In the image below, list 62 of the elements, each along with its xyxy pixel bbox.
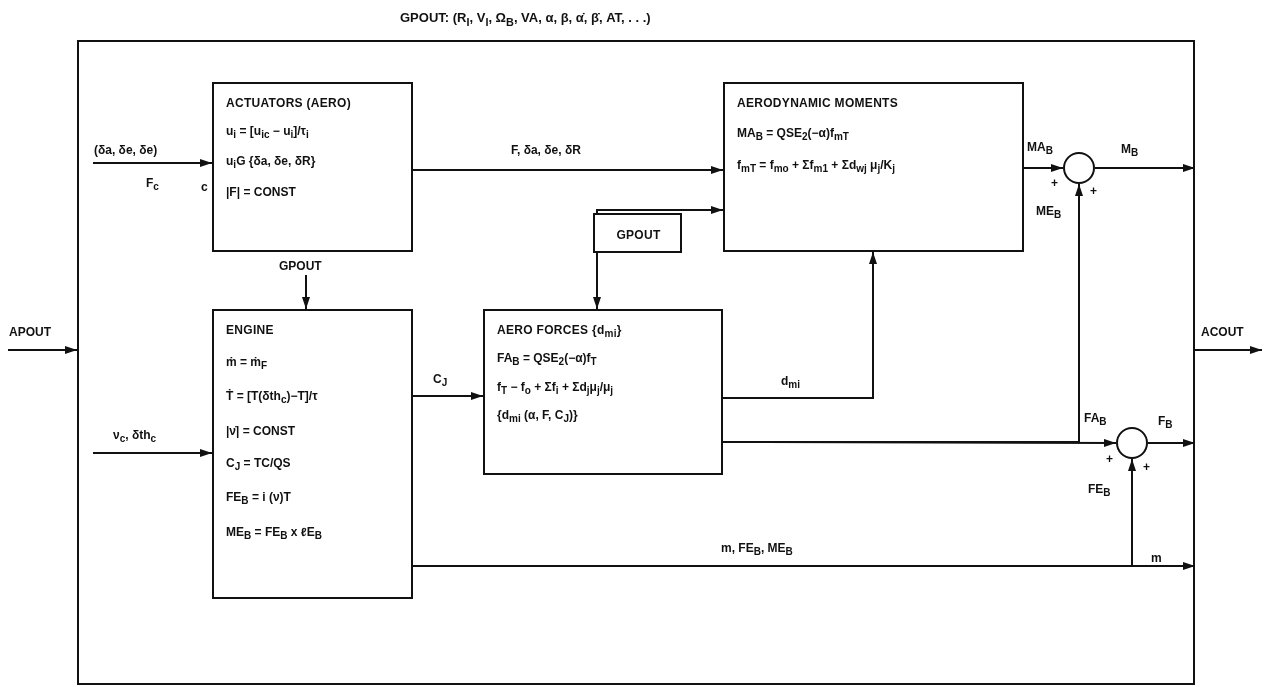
signal-arrow	[412, 392, 484, 400]
edge-label: MA$_{B}$	[1026, 140, 1054, 157]
equation: {d$_{mi}$ (α, F, C$_{J}$)}	[497, 408, 579, 425]
signal-label: +	[1051, 176, 1058, 190]
signal-arrow	[596, 206, 724, 214]
edge-label: FE$_{B}$	[1087, 482, 1112, 499]
signal-arrow	[1147, 439, 1196, 447]
equation: f$_{mT}$ = f$_{mo}$ + Σf$_{m1}$ + Σd$_{wj}$ μ$_{j}$/K$_{j}$	[737, 158, 897, 175]
signal-label: +	[1143, 460, 1150, 474]
summing-junction	[1063, 152, 1095, 184]
signal-label: +	[1090, 184, 1097, 198]
block-heading: ACTUATORS (AERO)	[226, 96, 353, 110]
edge-label: (δa, δe, δe)	[93, 143, 159, 157]
process-block	[212, 309, 413, 599]
diagram-title: GPOUT: (R$_{I}$, V$_{I}$, Ω$_{B}$, VA, α, β, α̇, β̇, AT, . . .)	[400, 10, 651, 28]
signal-label: F$_{c}$	[146, 176, 159, 193]
edge-label: ν$_{c}$, δth$_{c}$	[112, 428, 158, 445]
edge-label: F$_{B}$	[1157, 414, 1174, 431]
edge-label: FA$_{B}$	[1083, 411, 1108, 428]
process-block	[723, 82, 1024, 252]
equation: FE$_{B}$ = i (ν)T	[226, 490, 292, 507]
signal-arrow	[1194, 346, 1263, 354]
edge-label: APOUT	[8, 325, 52, 339]
equation: f$_{T}$ − f$_{o}$ + Σf$_{i}$ + Σd$_{j}$μ$_{j}$/μ$_{j}$	[497, 379, 615, 397]
signal-arrow	[1094, 164, 1196, 172]
signal-arrow	[722, 251, 877, 399]
process-block	[483, 309, 723, 475]
equation: |F| = CONST	[226, 184, 297, 199]
edge-label: m, FE$_{B}$, ME$_{B}$	[720, 541, 794, 558]
equation: FA$_{B}$ = QSE$_{2}$(−α)f$_{T}$	[497, 351, 598, 368]
block-heading: GPOUT	[616, 228, 661, 242]
edge-label: ACOUT	[1200, 325, 1245, 339]
port-label: c	[201, 180, 208, 194]
signal-arrow	[593, 252, 601, 310]
equation: ME$_{B}$ = FE$_{B}$ x ℓE$_{B}$	[226, 524, 323, 541]
equation: Ṫ = [T(δth$_{c}$)−T]/τ	[226, 389, 319, 406]
signal-arrow	[412, 166, 724, 174]
edge-label: M$_{B}$	[1120, 142, 1140, 159]
signal-arrow	[92, 159, 213, 167]
equation: |ν̇| = CONST	[226, 423, 297, 438]
block-heading: AERO FORCES {d$_{mi}$}	[497, 323, 623, 340]
equation: C$_{J}$ = TC/QS	[226, 455, 292, 473]
process-block	[593, 213, 682, 253]
block-heading: ENGINE	[226, 323, 275, 337]
signal-label: GPOUT	[279, 259, 333, 275]
signal-label: +	[1106, 452, 1113, 466]
block-heading: AERODYNAMIC MOMENTS	[737, 96, 900, 110]
system-frame	[77, 40, 1195, 685]
signal-arrow	[7, 346, 78, 354]
signal-arrow	[92, 449, 213, 457]
summing-junction	[1116, 427, 1148, 459]
edge-label: C$_{J}$	[432, 372, 449, 389]
equation: u$_{i}$G {δa, δe, δR}	[226, 154, 317, 171]
equation: ṁ = ṁ$_{F}$	[226, 355, 269, 372]
equation: MA$_{B}$ = QSE$_{2}$(−α)f$_{mT}$	[737, 126, 850, 143]
signal-label: m	[1151, 551, 1162, 565]
edge-label: d$_{mi}$	[780, 374, 801, 391]
signal-arrow	[302, 274, 310, 310]
signal-arrow	[1023, 164, 1064, 172]
equation: u$_{i}$ = [u$_{ic}$ − u$_{i}$]/τ$_{i}$	[226, 124, 310, 141]
edge-label: ME$_{B}$	[1035, 204, 1063, 221]
edge-label: F, δa, δe, δR	[510, 143, 582, 157]
